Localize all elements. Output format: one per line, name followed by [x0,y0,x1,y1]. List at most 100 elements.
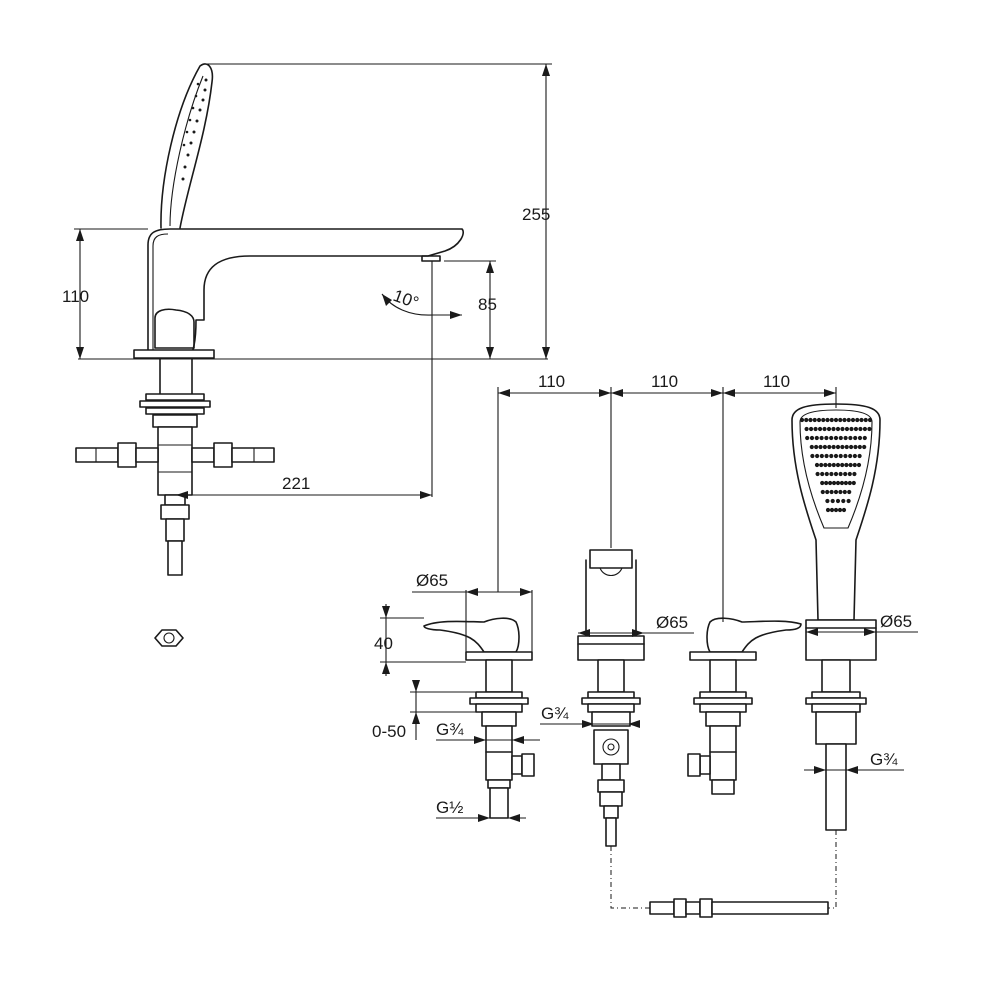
dimension-thread-left-upper: G¾ [436,720,540,744]
nozzle-dot [820,489,825,495]
nozzle-dot [824,453,829,459]
nozzle-dot [838,453,843,459]
nozzle-dot [844,426,850,432]
nozzle-dot [833,435,839,441]
nozzle-dot [825,507,831,513]
dimension-spacings: 110 110 110 [497,372,837,622]
nozzle-dot [814,444,819,450]
nozzle-dot [821,417,826,423]
label-diameter-left: Ø65 [416,571,448,590]
nozzle-dot [829,417,834,423]
nozzle-dot [857,453,862,459]
nozzle-dot [847,471,852,477]
nozzle-dot [814,462,820,468]
nozzle-dot [835,426,841,432]
label-spout-angle: 10° [391,286,422,313]
nozzle-dot [833,507,839,513]
nozzle-dot [799,417,805,423]
label-spout-reach: 221 [282,474,310,493]
nozzle-dot [833,417,839,423]
label-deck-thickness: 0-50 [372,722,406,741]
front-view-handshower [791,403,881,831]
dimension-diameter-shower: Ø65 [806,612,918,636]
nozzle-dot [827,462,832,468]
label-thread-spout: G¾ [541,704,569,723]
nozzle-dot [835,462,841,468]
nozzle-dot [843,435,848,441]
nozzle-dot [819,435,824,441]
nozzle-dot [855,417,860,423]
dimension-spout-angle: 10° [381,261,462,497]
handshower-head-front [791,403,881,621]
label-outlet-height: 85 [478,295,497,314]
nozzle-dot [835,480,841,486]
dimension-lever-height: 40 [374,604,466,676]
nozzle-dot [851,480,856,486]
nozzle-dot [862,435,867,441]
nozzle-dot [850,417,856,423]
label-diameter-shower: Ø65 [880,612,912,631]
nozzle-dot [815,471,820,477]
handshower-nozzles-side [181,78,208,181]
nozzle-dot [867,417,873,423]
nozzle-dot [862,426,868,432]
nozzle-dot [853,426,859,432]
nozzle-dot [831,480,837,486]
front-view-left-lever-valve [423,617,535,819]
nozzle-dot [857,444,862,450]
dimension-deck-thickness: 0-50 [372,680,476,741]
nozzle-dot [828,480,833,486]
nozzle-dot [829,453,834,459]
nozzle-dot [839,480,845,486]
nozzle-dot [838,417,843,423]
nozzle-dot [814,435,819,441]
spout-outlet [421,255,441,262]
spout-body-side [147,228,464,353]
nozzle-dot [818,444,823,450]
lever-right-front [706,617,802,653]
nozzle-dot [822,426,827,432]
nozzle-dot [838,471,843,477]
nozzle-dot [849,444,854,450]
dimension-thread-spout: G¾ [540,704,640,728]
nozzle-dot [858,426,863,432]
nozzle-dot [808,426,814,432]
nozzle-dot [843,480,849,486]
side-view-spout-assembly [75,63,548,647]
nozzle-dot [831,426,836,432]
nozzle-dot [848,435,853,441]
label-diameter-spout: Ø65 [656,613,688,632]
label-spacing-1: 110 [538,372,565,391]
dimension-total-height: 255 [205,63,552,359]
nozzle-dot [829,507,835,513]
nozzle-dot [844,462,849,468]
nozzle-dot [825,489,830,495]
nozzle-dot [842,489,847,495]
nozzle-dot [863,417,868,423]
nozzle-dot [816,417,822,423]
label-thread-shower: G¾ [870,750,898,769]
nozzle-dot [843,471,848,477]
nozzle-dot [842,417,847,423]
nozzle-dot [846,498,851,504]
nozzle-dot [819,453,824,459]
nozzle-dot [804,417,809,423]
nozzle-dot [827,444,832,450]
nozzle-dot [852,462,857,468]
nozzle-dot [820,471,825,477]
nozzle-dot [815,453,820,459]
nozzle-dot [809,435,815,441]
nozzle-dot [840,444,845,450]
dimension-spout-height: 110 [62,228,148,359]
nozzle-dot [825,417,830,423]
nozzle-dot [848,453,853,459]
nozzle-dot [817,426,823,432]
nozzle-dot [825,498,830,504]
nozzle-dot [847,489,852,495]
nozzle-dot [823,462,828,468]
nozzle-dot [841,498,846,504]
nozzle-dot [843,453,848,459]
label-thread-left-upper: G¾ [436,720,464,739]
label-lever-height: 40 [374,634,393,653]
